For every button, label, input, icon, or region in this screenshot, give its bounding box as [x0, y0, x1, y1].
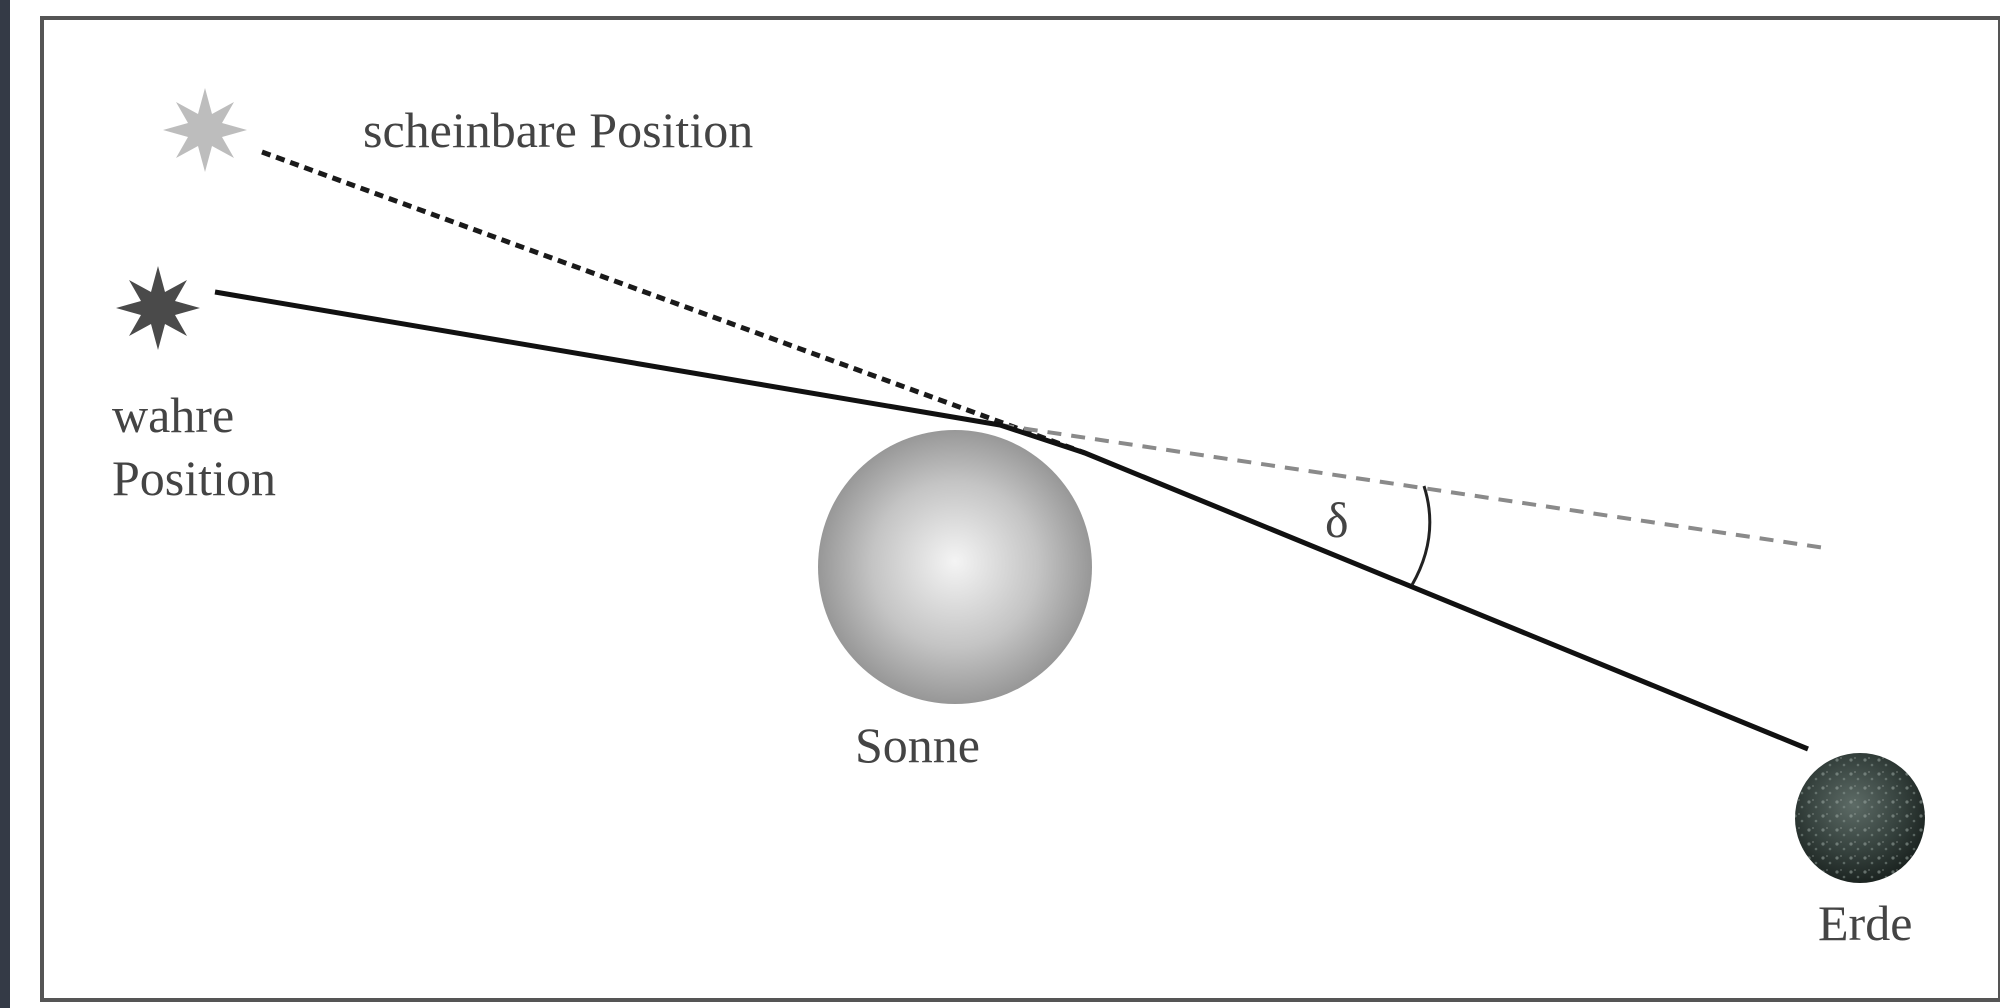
true-position-label-line2: Position: [112, 450, 276, 506]
true-star-icon: [116, 266, 200, 350]
undeflected-ray-extension: [999, 423, 1826, 550]
actual-light-ray: [214, 289, 1809, 752]
apparent-star-icon: [163, 88, 247, 172]
deflection-angle-arc: [1410, 485, 1432, 586]
earth-texture: [1795, 753, 1925, 883]
apparent-position-label: scheinbare Position: [363, 102, 753, 158]
sun-label: Sonne: [855, 717, 980, 773]
sun-sphere: [818, 430, 1092, 704]
apparent-sightline: [261, 149, 1086, 456]
earth-label: Erde: [1818, 895, 1912, 951]
diagram-border: [40, 16, 2000, 1002]
true-position-label-line1: wahre: [112, 387, 234, 443]
delta-angle-label: δ: [1325, 492, 1349, 548]
